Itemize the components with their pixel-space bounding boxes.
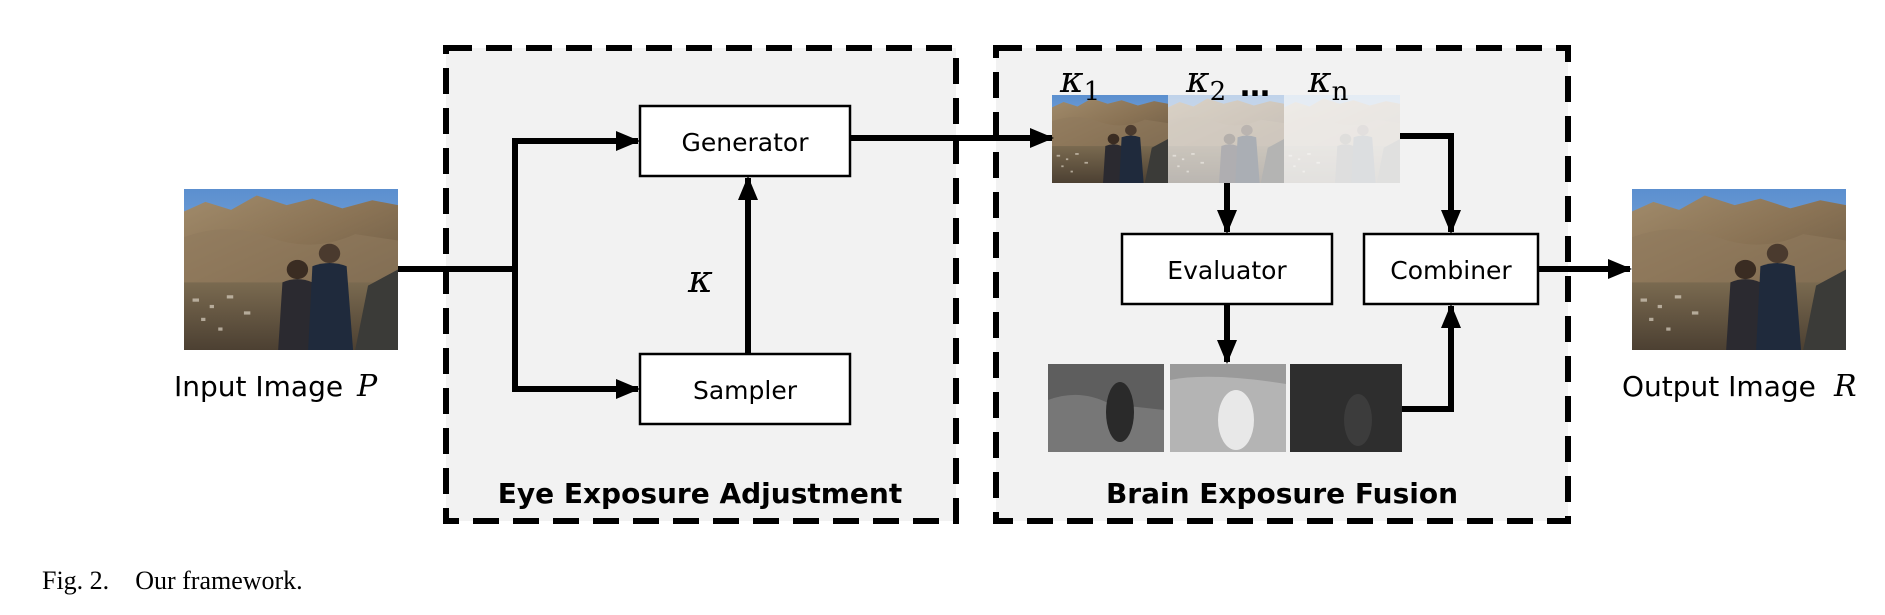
exposure-image-3-overlay [1284,95,1400,183]
caption-fig-number: Fig. 2. [42,566,110,595]
kappa-symbol: κ [687,257,713,301]
arrow-weights-to-combiner [1402,304,1461,412]
evaluator-block [1120,232,1334,306]
output-image-symbol: R [1833,369,1857,404]
evaluator-label: Evaluator [1167,256,1287,285]
kappa-1-label: κ1 [1059,60,1100,107]
kappa-n-base: κ [1307,60,1332,101]
kappa-1-sub: 1 [1084,77,1101,107]
kappa-1-base: κ [1059,60,1084,101]
input-image [184,189,398,350]
exposure-image-1 [1052,95,1168,183]
output-image [1632,189,1846,350]
kappa-2-label: κ2 [1185,60,1226,107]
output-image-label: Output Image [1622,370,1816,403]
kappa-n-sub: n [1332,77,1349,107]
kappa-2-base: κ [1185,60,1210,101]
caption-text: Our framework. [135,566,303,595]
weight-map-1-detail [1048,394,1164,452]
kappa-n-label: κn [1307,60,1349,107]
brain-panel-title: Brain Exposure Fusion [1106,477,1458,510]
arrow-images-to-combiner [1400,133,1461,234]
sampler-block [638,352,852,426]
ellipsis: … [1240,69,1270,104]
weight-map-3-figure [1344,394,1372,446]
eye-panel-title: Eye Exposure Adjustment [498,477,903,510]
connections [398,128,1632,412]
kappa-2-sub: 2 [1210,77,1227,107]
generator-block [638,104,852,178]
combiner-label: Combiner [1390,256,1512,285]
weight-map-1-figure [1106,382,1134,442]
input-image-symbol: P [356,369,378,404]
sampler-label: Sampler [693,376,798,405]
weight-map-2-figure [1218,390,1254,450]
generator-label: Generator [682,128,810,157]
figure-caption: Fig. 2. Our framework. [42,566,303,596]
input-image-label: Input Image [174,370,343,403]
exposure-image-2-overlay [1168,95,1284,183]
